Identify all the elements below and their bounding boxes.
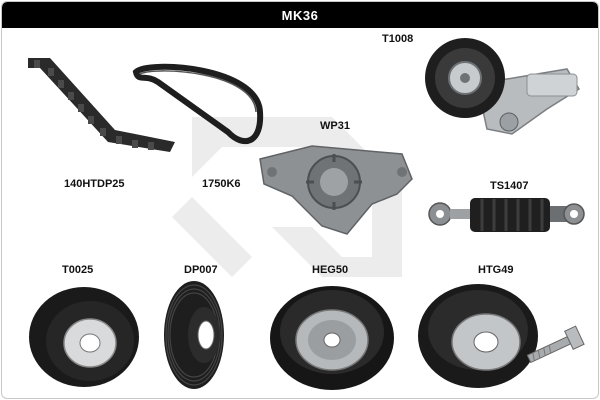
tensioner-assembly-image (417, 34, 585, 154)
timing-belt-image (20, 50, 180, 155)
shock-absorber-image (426, 190, 586, 242)
part-label-crankshaft-pulley: DP007 (184, 264, 218, 276)
part-label-idler-pulley: T0025 (62, 264, 94, 276)
kit-title-bar: MK36 (2, 2, 598, 28)
idler-pulley-image (24, 277, 142, 392)
part-label-tensioner-assembly: T1008 (382, 33, 414, 45)
ribbed-belt-image (128, 52, 268, 152)
water-pump-image (252, 134, 417, 242)
kit-code: MK36 (281, 7, 319, 23)
part-label-ribbed-belt: 1750K6 (202, 178, 241, 190)
part-label-shock-absorber: TS1407 (490, 180, 529, 192)
part-label-timing-belt: 140HTDP25 (64, 178, 125, 190)
part-label-water-pump: WP31 (320, 120, 350, 132)
deflection-pulley-image (266, 276, 398, 392)
tensioner-pulley-image (414, 276, 590, 392)
crankshaft-pulley-image (160, 278, 238, 392)
part-label-deflection-pulley: HEG50 (312, 264, 349, 276)
part-label-tensioner-pulley: HTG49 (478, 264, 514, 276)
